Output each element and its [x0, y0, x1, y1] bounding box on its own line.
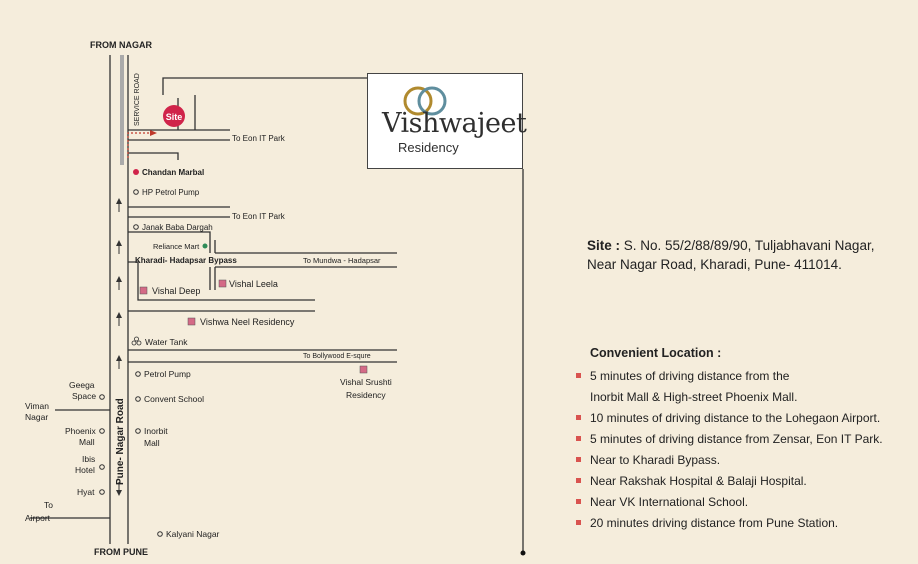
brand-sub: Residency [398, 140, 459, 155]
vishal-deep-label: Vishal Deep [152, 286, 200, 296]
chandan-marker [133, 169, 139, 175]
site-marker-label: Site [166, 112, 183, 122]
list-item: Near VK International School. [576, 492, 911, 513]
vishwa-neel-marker [187, 317, 196, 326]
ibis-label-2: Hotel [75, 465, 95, 475]
vishal-leela-marker [218, 279, 227, 288]
brand-logo-box: Vishwajeet Residency [367, 73, 527, 169]
list-item: Near Rakshak Hospital & Balaji Hospital. [576, 471, 911, 492]
phoenix-marker [99, 428, 105, 434]
eon2-label: To Eon IT Park [232, 212, 286, 221]
convenient-location-list: 5 minutes of driving distance from the I… [576, 366, 911, 534]
petrol-marker [135, 371, 141, 377]
list-item-continued: Inorbit Mall & High-street Phoenix Mall. [590, 390, 798, 404]
phoenix-label-1: Phoenix [65, 426, 96, 436]
list-item: 5 minutes of driving distance from Zensa… [576, 429, 911, 450]
hp-marker [133, 189, 139, 195]
ibis-label-1: Ibis [82, 454, 95, 464]
phoenix-label-2: Mall [79, 437, 95, 447]
inorbit-label-1: Inorbit [144, 426, 168, 436]
petrol-label: Petrol Pump [144, 369, 191, 379]
route-arrow [150, 130, 157, 136]
bullet-icon [576, 436, 581, 441]
hyat-label: Hyat [77, 487, 95, 497]
bullet-icon [576, 478, 581, 483]
water-tank-label: Water Tank [145, 337, 188, 347]
bullet-icon [576, 415, 581, 420]
kalyani-marker [157, 531, 163, 537]
bullet-icon [576, 457, 581, 462]
hp-label: HP Petrol Pump [142, 188, 200, 197]
vishwa-neel-label: Vishwa Neel Residency [200, 317, 295, 327]
direction-arrows [116, 198, 122, 496]
reliance-marker [202, 243, 208, 249]
service-road-label: SERVICE ROAD [134, 73, 141, 126]
convent-label: Convent School [144, 394, 204, 404]
vishal-deep-marker [139, 286, 148, 295]
geega-label-1: Geega [69, 380, 95, 390]
bypass-label: Kharadi- Hadapsar Bypass [135, 256, 237, 265]
airport-label-1: To [44, 500, 53, 510]
eon1-label: To Eon IT Park [232, 134, 286, 143]
geega-label-2: Space [72, 391, 96, 401]
inorbit-marker [135, 428, 141, 434]
ibis-marker [99, 464, 105, 470]
kalyani-label: Kalyani Nagar [166, 529, 220, 539]
site-marker [163, 105, 185, 127]
viman-label-1: Viman [25, 401, 49, 411]
mundwa-label: To Mundwa - Hadapsar [303, 256, 381, 265]
vishal-srushti-label-1: Vishal Srushti [340, 377, 392, 387]
brand-name: Vishwajeet [382, 108, 527, 139]
route-dashed [127, 132, 150, 158]
bullet-icon [576, 499, 581, 504]
list-item: 10 minutes of driving distance to the Lo… [576, 408, 911, 429]
bollywood-label: To Bollywood E-squre [303, 353, 371, 360]
list-item: Near to Kharadi Bypass. [576, 450, 911, 471]
site-address-line1: S. No. 55/2/88/89/90, Tuljabhavani Nagar… [623, 238, 875, 253]
convenient-location-title: Convenient Location : [590, 346, 722, 360]
chandan-label: Chandan Marbal [142, 168, 204, 177]
bullet-icon [576, 520, 581, 525]
janak-marker [133, 224, 139, 230]
bullet-icon [576, 373, 581, 378]
site-address: Site : S. No. 55/2/88/89/90, Tuljabhavan… [587, 236, 874, 274]
site-address-line2: Near Nagar Road, Kharadi, Pune- 411014. [587, 257, 842, 272]
rings-logo-icon [403, 86, 447, 116]
route-end-dot [520, 550, 526, 556]
from-pune-label: FROM PUNE [94, 547, 148, 557]
janak-label: Janak Baba Dargah [142, 223, 213, 232]
list-item: 20 minutes driving distance from Pune St… [576, 513, 911, 534]
vishal-leela-label: Vishal Leela [229, 279, 278, 289]
water-tank-icon [131, 336, 142, 346]
convent-marker [135, 396, 141, 402]
viman-label-2: Nagar [25, 412, 48, 422]
reliance-label: Reliance Mart [153, 242, 200, 251]
vishal-srushti-marker [359, 365, 368, 374]
inorbit-label-2: Mall [144, 438, 160, 448]
site-label: Site : [587, 238, 621, 253]
airport-label-2: Airport [25, 513, 51, 523]
vishal-srushti-label-2: Residency [346, 390, 386, 400]
from-nagar-label: FROM NAGAR [90, 40, 152, 50]
list-item: 5 minutes of driving distance from the [576, 366, 911, 387]
hyat-marker [99, 489, 105, 495]
geega-marker [99, 394, 105, 400]
main-road-label: Pune- Nagar Road [115, 398, 126, 485]
